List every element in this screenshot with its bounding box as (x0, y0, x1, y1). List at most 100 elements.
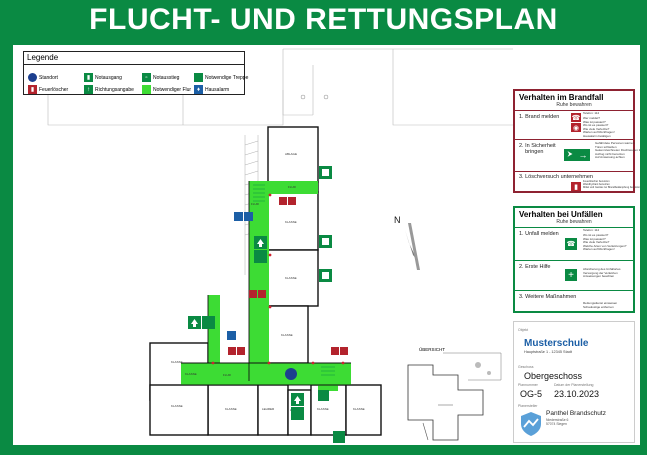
phone-icon: ☎ (571, 113, 581, 122)
legend-item: ▫ Notausstieg (142, 73, 179, 82)
alarm-icon (234, 212, 243, 221)
exit-icon: ⮞ (564, 149, 576, 161)
extinguisher-icon (340, 347, 348, 355)
room-label: KLASSE (353, 407, 365, 411)
extinguisher-icon (228, 347, 236, 355)
room-label: KLASSE (285, 276, 297, 280)
room-label: KLASSE (185, 372, 197, 376)
exit-icon (202, 316, 215, 329)
exit-sign-group (188, 166, 345, 443)
fire-instructions-panel: Verhalten im Brandfall Ruhe bewahren 1. … (513, 89, 640, 193)
fire-step-2: 2. In Sicherheit bringen (519, 143, 556, 155)
accident-subtitle: Ruhe bewahren (556, 219, 592, 225)
room-label: KLASSE (317, 407, 329, 411)
accident-step-2-notes: Absicherung des Unfallortes Versorgung d… (583, 267, 621, 279)
legend-title: Legende (27, 53, 59, 62)
extinguisher-icon (249, 290, 257, 298)
alarm-icon: ♦ (194, 85, 203, 94)
accident-step-1-notes: Wo ist es passiert? Was ist passiert? Wi… (583, 233, 627, 252)
fire-subtitle: Ruhe bewahren (556, 102, 592, 108)
fire-step-3: 3. Löschversuch unternehmen (519, 174, 593, 180)
extinguisher-icon (331, 347, 339, 355)
room-label: KLASSE (281, 333, 293, 337)
exit-icon (291, 407, 304, 420)
overview-label: ÜBERSICHT (419, 347, 446, 352)
legend-item: Notwendiger Flur (142, 85, 191, 94)
floor-value: Obergeschoss (524, 371, 583, 381)
exit-window-icon (318, 390, 329, 401)
plan-number: OG-5 (520, 389, 543, 399)
accident-step-3: 3. Weitere Maßnahmen (519, 294, 577, 300)
legend-item: ↑ Richtungsangabe (84, 85, 134, 94)
fire-step-1-notes: Wer meldet? Was ist passiert? Wo ist es … (583, 116, 615, 138)
legend-item: Standort (28, 73, 58, 82)
plan-date: 23.10.2023 (554, 389, 600, 399)
page-title: FLUCHT- UND RETTUNGSPLAN (89, 3, 558, 36)
accident-instructions-panel: Verhalten bei Unfällen Ruhe bewahren 1. … (513, 206, 635, 313)
standort-icon (28, 73, 37, 82)
plan-sheet: ABLAGE FLUR KLASSE KLASSE KLASSE KLASSE … (13, 45, 640, 445)
legend-item: Notwendige Treppe (194, 73, 248, 82)
extinguisher-icon (279, 197, 287, 205)
fire-step-1: 1. Brand melden (519, 114, 560, 120)
exit-window-icon: ▫ (142, 73, 151, 82)
creator-label: Planersteller (518, 404, 538, 408)
extinguisher-icon: ▮ (28, 85, 37, 94)
alarm-icon: ◉ (571, 123, 581, 132)
room-label: KLASSE (285, 220, 297, 224)
phone-icon: ☎ (565, 238, 577, 250)
accident-phone-value: 112 (594, 228, 600, 232)
room-label: KLASSE (225, 407, 237, 411)
accident-phone-label: Telefon: (583, 228, 594, 232)
room-label: KLASSE (171, 360, 183, 364)
school-address: Hauptstraße 1 - 12345 Stadt (524, 350, 572, 354)
legend-item: ♦ Hausalarm (194, 85, 229, 94)
corridor-area (181, 181, 351, 391)
alarm-icon (244, 212, 253, 221)
fire-step-3-notes: Feuerlöscher benutzen Wandhydrant benutz… (583, 180, 640, 189)
extinguisher-icon (237, 347, 245, 355)
company-address: Niederstraße 6 57074 Siegen (546, 418, 569, 426)
exit-icon (254, 250, 267, 263)
legend-item: ▮ Feuerlöscher (28, 85, 68, 94)
accident-title: Verhalten bei Unfällen (519, 210, 603, 219)
overview-map (403, 350, 503, 445)
room-label: KLASSE (171, 404, 183, 408)
room-label: FLUR (288, 185, 297, 189)
fire-title: Verhalten im Brandfall (519, 93, 604, 102)
floor-plan: ABLAGE FLUR KLASSE KLASSE KLASSE KLASSE … (47, 48, 513, 445)
object-label: Objekt (518, 328, 529, 332)
stair-icon (194, 73, 203, 82)
room-label: FLUR (223, 373, 232, 377)
extinguisher-icon (258, 290, 266, 298)
corridor-icon (142, 85, 151, 94)
fire-phone-label: Telefon: (583, 111, 594, 115)
arrow-icon: ↑ (84, 85, 93, 94)
alarm-icon (227, 331, 236, 340)
fire-step-2-notes: Gefährdete Personen warnen Türen schließ… (595, 141, 640, 160)
accident-step-1: 1. Unfall melden (519, 231, 559, 237)
exit-icon: ▮ (84, 73, 93, 82)
legend-item: ▮ Notausgang (84, 73, 122, 82)
plan-info-block: Objekt Musterschule Hauptstraße 1 - 1234… (513, 321, 635, 443)
extinguisher-icon (288, 197, 296, 205)
company-logo-icon (521, 412, 541, 436)
room-label: ABLAGE (285, 152, 297, 156)
plan-no-label: Plannummer (518, 383, 538, 387)
north-label: N (394, 215, 401, 225)
arrow-right-icon: → (576, 149, 590, 161)
first-aid-icon: + (565, 269, 577, 281)
floor-label: Geschoss (518, 365, 534, 369)
date-label: Datum der Planerstellung (554, 383, 594, 387)
fire-phone-value: 112 (594, 111, 600, 115)
accident-step-2: 2. Erste Hilfe (519, 264, 551, 270)
company-name: Panthel Brandschutz (546, 410, 606, 417)
room-label: LEHRER (262, 407, 275, 411)
accident-step-3-notes: Rettungsdienst einweisen Schaulustige en… (583, 301, 618, 309)
school-name: Musterschule (524, 338, 589, 349)
legend: Legende Standort ▮ Notausgang ▫ Notausst… (23, 51, 248, 95)
room-label: FLUR (251, 202, 260, 206)
extinguisher-icon: ▮ (571, 182, 581, 191)
exit-window-icon (333, 431, 345, 443)
standort-marker (285, 368, 297, 380)
